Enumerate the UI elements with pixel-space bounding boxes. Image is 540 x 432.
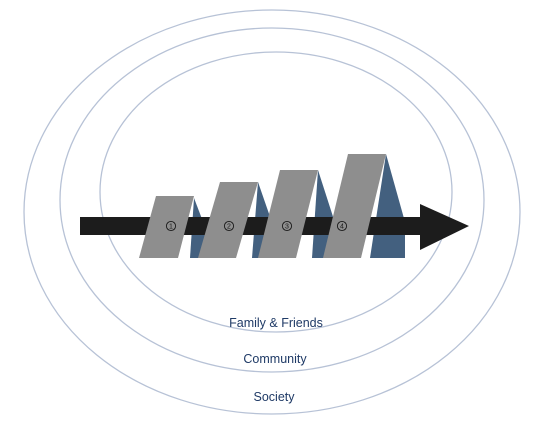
step-front-panel <box>258 170 318 258</box>
step-front-panels <box>139 154 386 258</box>
step-number: 3 <box>285 224 289 231</box>
step-marker-1: 1 <box>165 220 177 232</box>
step-number: 2 <box>227 224 231 231</box>
ring-community <box>59 27 485 373</box>
ring-label-family-friends: Family & Friends <box>229 316 323 330</box>
ring-family-friends <box>99 51 453 333</box>
ring-society <box>23 9 521 415</box>
step-front-panel <box>323 154 386 258</box>
step-number: 4 <box>340 224 344 231</box>
arrow-shaft <box>80 217 428 235</box>
step-marker-2: 2 <box>223 220 235 232</box>
arrow-head <box>420 204 469 250</box>
step-marker-3: 3 <box>281 220 293 232</box>
ring-label-society: Society <box>254 390 296 404</box>
step-marker-4: 4 <box>336 220 348 232</box>
ring-label-community: Community <box>243 352 307 366</box>
step-front-panel <box>198 182 258 258</box>
step-number: 1 <box>169 224 173 231</box>
